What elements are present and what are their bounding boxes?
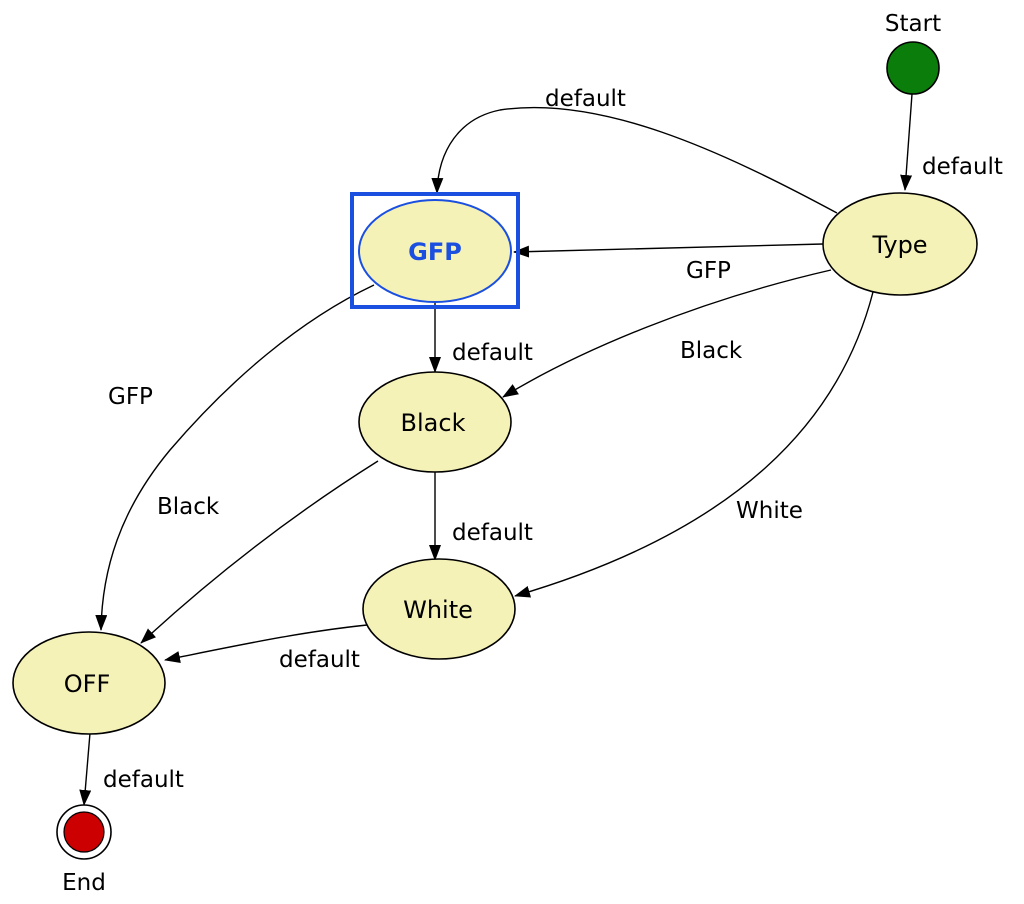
label-type-to-white: White bbox=[736, 498, 803, 524]
state-off[interactable]: OFF bbox=[12, 631, 166, 735]
end-node-icon bbox=[63, 811, 105, 853]
label-white-to-off: default bbox=[279, 647, 360, 673]
edge-off-to-end[interactable] bbox=[79, 732, 92, 806]
state-end[interactable]: End bbox=[56, 804, 112, 896]
label-type-to-gfp-top: default bbox=[545, 86, 626, 112]
edge-gfp-to-off[interactable] bbox=[95, 284, 375, 631]
state-black-label: Black bbox=[401, 409, 466, 437]
label-gfp-to-black: default bbox=[452, 340, 533, 366]
edge-white-to-off[interactable] bbox=[164, 624, 368, 663]
label-gfp-to-off: GFP bbox=[108, 384, 153, 410]
selection-box bbox=[350, 192, 520, 309]
state-off-shape bbox=[12, 631, 166, 735]
state-type-shape bbox=[822, 192, 978, 296]
state-gfp[interactable]: GFP bbox=[350, 192, 520, 309]
edge-type-to-gfp[interactable] bbox=[513, 243, 824, 258]
state-gfp-label: GFP bbox=[408, 238, 462, 266]
label-type-to-black: Black bbox=[680, 338, 743, 364]
edge-type-to-black[interactable] bbox=[502, 269, 832, 398]
label-off-to-end: default bbox=[103, 767, 184, 793]
label-start-to-type: default bbox=[922, 154, 1003, 180]
state-start-label: Start bbox=[885, 11, 941, 37]
state-type[interactable]: Type bbox=[822, 192, 978, 296]
start-node-icon bbox=[886, 41, 940, 95]
edge-type-to-white[interactable] bbox=[514, 291, 874, 598]
state-black[interactable]: Black bbox=[358, 371, 512, 473]
state-white-label: White bbox=[403, 596, 473, 624]
state-off-label: OFF bbox=[64, 670, 111, 698]
edge-start-to-type[interactable] bbox=[900, 93, 913, 191]
label-type-to-gfp: GFP bbox=[686, 258, 731, 284]
label-black-to-white: default bbox=[452, 520, 533, 546]
state-end-label: End bbox=[62, 870, 106, 896]
state-white-shape bbox=[362, 558, 516, 660]
state-start[interactable]: Start bbox=[885, 11, 941, 95]
edge-black-to-off[interactable] bbox=[140, 460, 379, 644]
state-white[interactable]: White bbox=[362, 558, 516, 660]
state-black-shape bbox=[358, 371, 512, 473]
edge-type-to-gfp-top[interactable] bbox=[431, 106, 838, 214]
label-black-to-off: Black bbox=[157, 494, 220, 520]
state-gfp-shape bbox=[358, 199, 512, 303]
state-type-label: Type bbox=[871, 231, 927, 259]
